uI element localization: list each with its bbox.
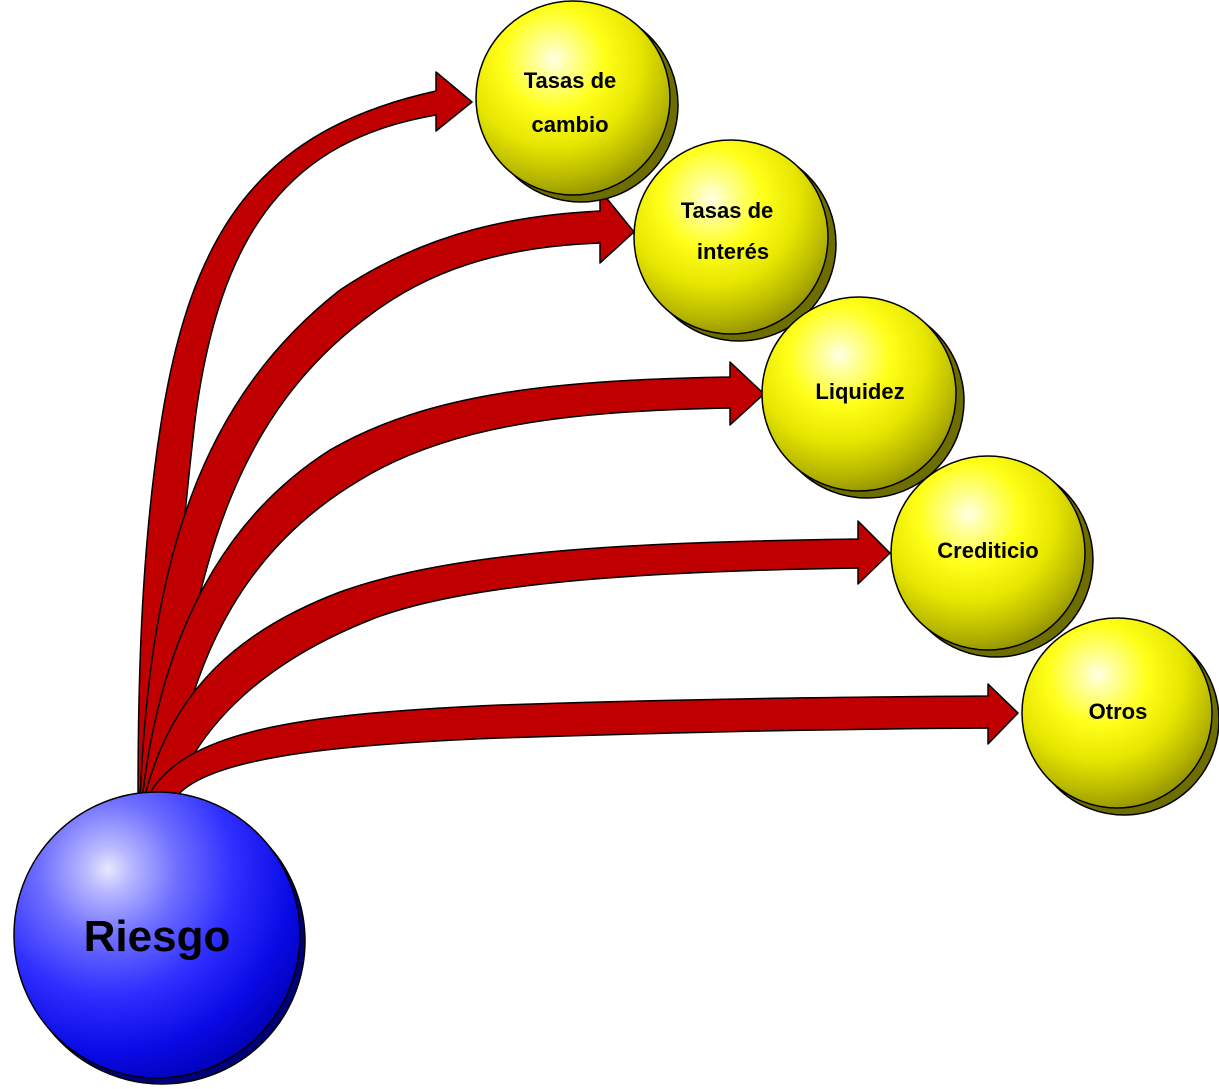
arrows <box>137 71 1019 801</box>
node-label-line1: Tasas de <box>524 68 617 93</box>
node-label-line1: Tasas de <box>681 198 774 223</box>
node-riesgo: Riesgo <box>13 791 306 1085</box>
node-label: Crediticio <box>937 538 1038 563</box>
node-otros: Otros <box>1021 617 1219 816</box>
node-tasas-de-interes: Tasas de interés <box>633 139 837 342</box>
node-tasas-de-cambio: Tasas de cambio <box>475 0 679 203</box>
node-crediticio: Crediticio <box>890 455 1094 658</box>
root-label: Riesgo <box>84 912 231 961</box>
node-label-line2: cambio <box>531 112 608 137</box>
arrow-to-tasas-de-interes <box>139 189 635 801</box>
leaf-nodes: Tasas de cambio Tasas de interés Liquide… <box>475 0 1219 816</box>
arrow-to-otros <box>145 683 1019 801</box>
node-label: Otros <box>1089 699 1148 724</box>
node-liquidez: Liquidez <box>761 296 965 499</box>
node-label: Liquidez <box>815 379 904 404</box>
arrow-to-crediticio <box>143 520 891 801</box>
node-label-line2: interés <box>697 239 769 264</box>
